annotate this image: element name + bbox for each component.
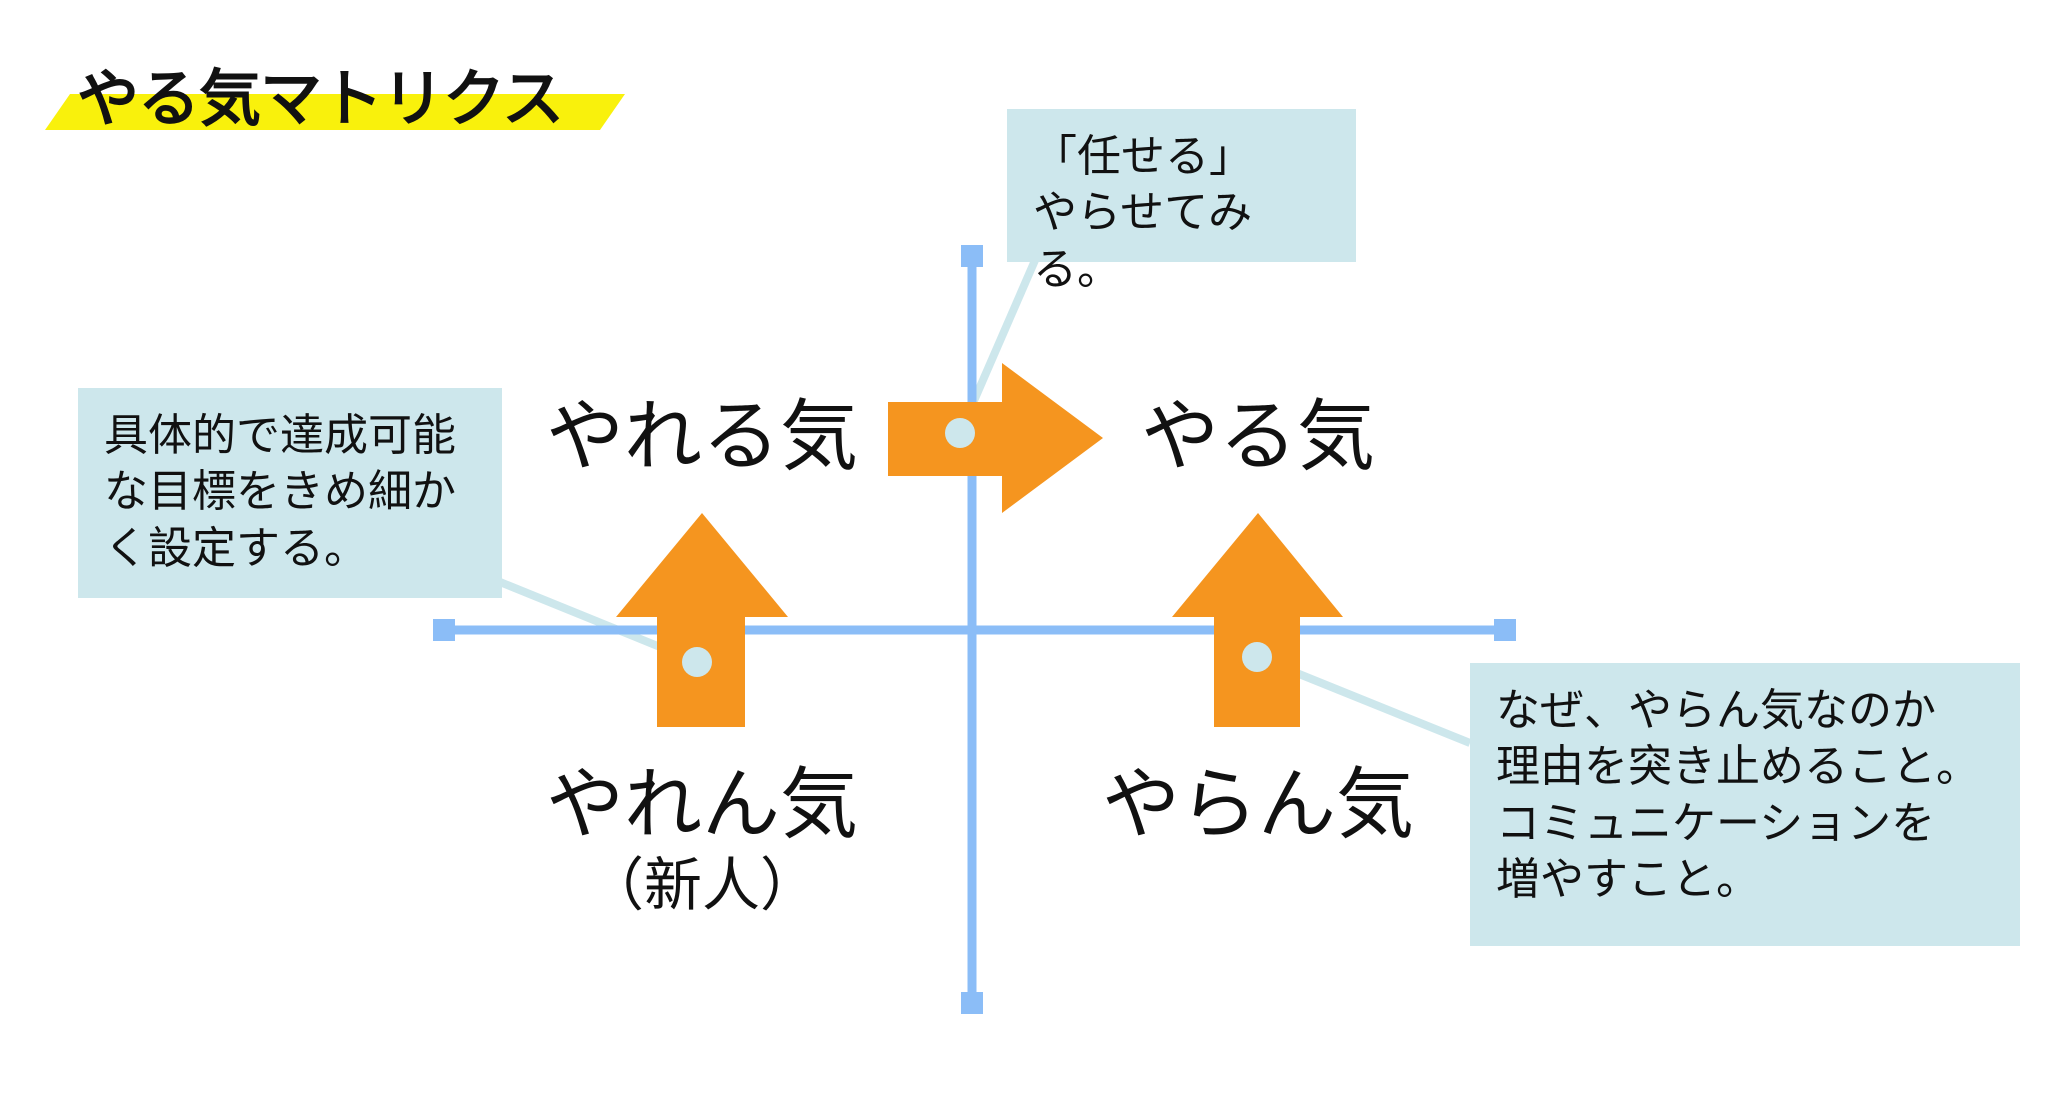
note-right: なぜ、やらん気なのか 理由を突き止めること。 コミュニケーションを 増やすこと。 <box>1470 663 2020 946</box>
vertical-axis-top-cap <box>961 245 983 267</box>
vertical-axis-bottom-cap <box>961 992 983 1014</box>
horizontal-axis-right-cap <box>1494 619 1516 641</box>
quadrant-label-top-right: やる気 <box>1140 392 1376 482</box>
quadrant-label-bottom-right: やらん気 <box>1101 760 1415 850</box>
note-left: 具体的で達成可能 な目標をきめ細か く設定する。 <box>78 388 502 598</box>
quadrant-label-bottom-left: やれん気 <box>545 760 859 850</box>
arrow-up-right <box>1172 513 1343 727</box>
connector-dot-top <box>945 418 975 448</box>
title-band-shape <box>45 94 625 130</box>
page-title: やる気マトリクス <box>77 62 564 135</box>
quadrant-sublabel-bottom-left: （新人） <box>585 851 819 919</box>
note-top: 「任せる」 やらせてみる。 <box>1007 109 1356 295</box>
quadrant-label-top-left: やれる気 <box>545 392 859 482</box>
arrow-right <box>888 363 1103 513</box>
title-highlight-band <box>45 94 625 130</box>
arrow-up-left <box>616 513 788 727</box>
horizontal-axis-left-cap <box>433 619 455 641</box>
connector-dot-right <box>1242 642 1272 672</box>
title-area: やる気マトリクス <box>45 48 625 135</box>
connector-dot-left <box>682 647 712 677</box>
